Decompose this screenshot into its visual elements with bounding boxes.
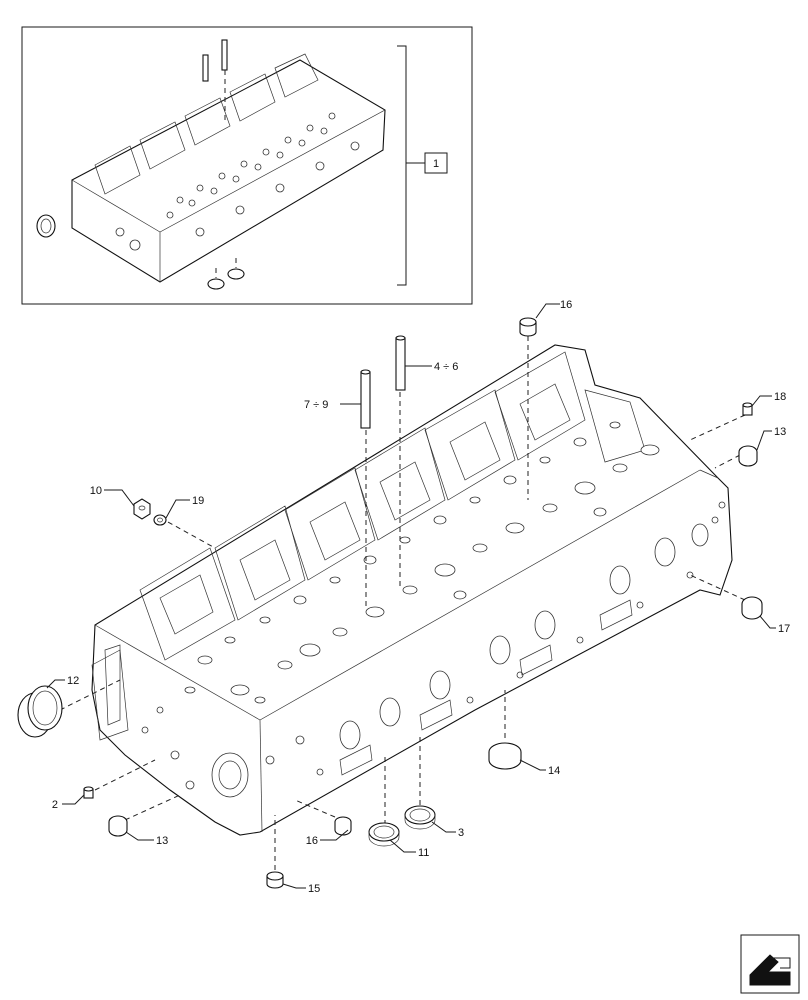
part-18-plug[interactable] (742, 402, 753, 416)
callout-19: 19 (192, 495, 204, 507)
part-11-seal-ring[interactable] (368, 822, 400, 847)
inset-seal (227, 268, 245, 280)
part-16-bottom-cap[interactable] (334, 816, 352, 836)
inset-plug (36, 214, 56, 238)
inset-seal (207, 278, 225, 290)
leader-lines (46, 303, 776, 889)
callout-2: 2 (52, 799, 58, 811)
part-13-bottom-cap[interactable] (108, 815, 128, 837)
cam-towers (139, 351, 646, 661)
callout-4-6: 4 ÷ 6 (434, 361, 458, 373)
inset-bracket (397, 45, 407, 286)
cylinder-head-main (91, 344, 733, 836)
part-16-top-plug[interactable] (519, 317, 537, 337)
part-2-plug[interactable] (83, 786, 94, 799)
callout-14: 14 (548, 765, 560, 777)
part-15-plug[interactable] (266, 871, 284, 889)
next-page-arrow-icon[interactable] (740, 934, 800, 994)
callout-16-bottom: 16 (306, 835, 318, 847)
part-3-seal-ring[interactable] (404, 805, 436, 830)
inset-stud (202, 54, 209, 82)
inset-cylinder-head (71, 53, 386, 283)
part-12-cup-plug[interactable] (17, 685, 63, 738)
callout-11: 11 (418, 847, 429, 859)
callout-16-top: 16 (560, 299, 572, 311)
inset-stud (221, 39, 228, 71)
callout-17: 17 (778, 623, 790, 635)
callout-labels: 16 4 ÷ 6 7 ÷ 9 18 13 10 19 17 12 14 2 13… (52, 299, 790, 895)
callout-13-bottom: 13 (156, 835, 168, 847)
part-7-9-stud[interactable] (360, 369, 371, 429)
callout-18: 18 (774, 391, 786, 403)
callout-box-1[interactable] (424, 152, 448, 174)
callout-label-1: 1 (433, 158, 439, 170)
deck-holes (184, 421, 660, 704)
callout-10: 10 (90, 485, 102, 497)
side-ports (141, 501, 726, 798)
inset-frame (21, 26, 473, 305)
assembly-lines (59, 336, 746, 870)
callout-13-right: 13 (774, 426, 786, 438)
callout-12: 12 (67, 675, 79, 687)
part-19-washer[interactable] (153, 514, 167, 526)
callout-15: 15 (308, 883, 320, 895)
part-10-fitting[interactable] (133, 498, 151, 520)
part-17-cap[interactable] (741, 596, 763, 620)
part-4-6-stud[interactable] (395, 335, 406, 391)
part-13-right-cap[interactable] (738, 445, 758, 467)
callout-7-9: 7 ÷ 9 (304, 399, 328, 411)
part-14-cup-plug[interactable] (488, 742, 522, 770)
callout-3: 3 (458, 827, 464, 839)
overview-inset: 1 (21, 26, 473, 305)
